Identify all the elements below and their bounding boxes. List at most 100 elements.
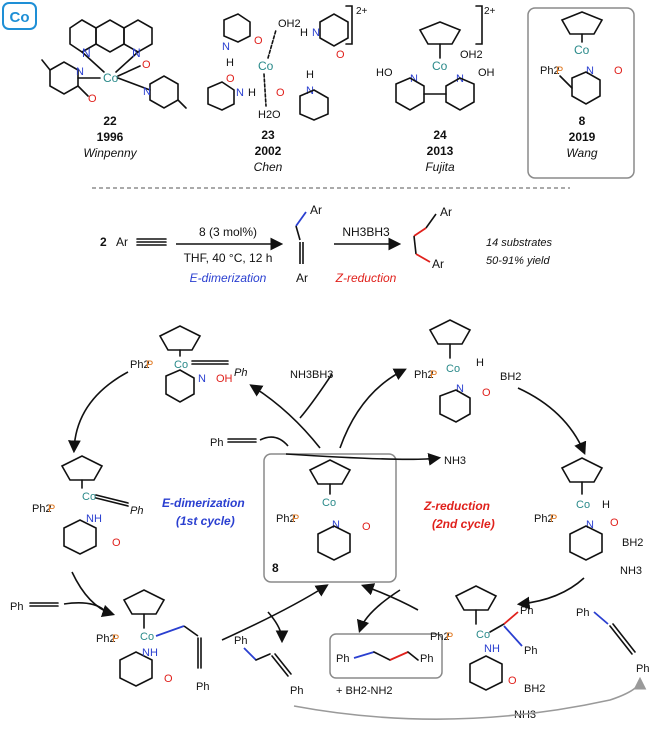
o-atom: O [276, 87, 285, 99]
o-atom: O [88, 93, 97, 105]
compound-author-8: Wang [566, 146, 597, 160]
ar-label: Ar [440, 205, 452, 219]
diene-product: Ph Ph [336, 651, 433, 665]
ph-label: Ph [234, 635, 247, 647]
ph-alkyne-reagent: Ph [10, 601, 23, 613]
ph-label: Ph [290, 685, 303, 697]
ph2-label: Ph2 [540, 65, 560, 77]
oh2-label: OH2 [460, 49, 483, 61]
p-atom: P [48, 503, 55, 515]
conditions-label: THF, 40 °C, 12 h [184, 251, 273, 265]
p-atom: P [550, 513, 557, 525]
reductant-label: NH3BH3 [342, 225, 390, 239]
catalyst-8-structure: Co Ph2 P N O [276, 459, 371, 561]
o-atom: O [508, 675, 517, 687]
h2o-label: H2O [258, 109, 281, 121]
h-atom: H [306, 69, 314, 81]
p-atom: P [146, 359, 153, 371]
reactant-coefficient: 2 [100, 235, 107, 249]
o-atom: O [482, 387, 491, 399]
charge: 2+ [484, 6, 496, 17]
n-atom: N [82, 46, 91, 60]
n-atom: N [456, 383, 464, 395]
bh2-label: BH2 [524, 683, 545, 695]
ph-label: Ph [636, 663, 649, 675]
compound-number-24: 24 [433, 128, 447, 142]
o-atom: O [226, 73, 235, 85]
bh2-label: BH2 [500, 371, 521, 383]
byproduct-label: + BH2-NH2 [336, 685, 393, 697]
nh-label: NH [142, 647, 158, 659]
n-atom: N [236, 87, 244, 99]
n-atom: N [456, 73, 464, 85]
compound-number-23: 23 [261, 128, 275, 142]
ph-label: Ph [196, 681, 209, 693]
co-atom: Co [82, 491, 96, 503]
cycle-top-right-intermediate: Ph2 P Co H BH2 N O [414, 319, 521, 423]
compound-8-box [527, 7, 635, 179]
o-atom: O [336, 49, 345, 61]
nh3-label: NH3 [620, 565, 642, 577]
h-atom: H [226, 57, 234, 69]
o-atom: O [142, 59, 151, 71]
ph-alkyne-reagent: Ph [210, 437, 223, 449]
p-atom: P [292, 513, 299, 525]
n-atom: N [332, 519, 340, 531]
n-atom: N [586, 519, 594, 531]
scope-line-1: 14 substrates [486, 237, 553, 249]
ph2-label: Ph2 [130, 359, 150, 371]
cycle-bottom-right-intermediate: Ph2 P Co Ph Ph NH O BH2 NH3 [430, 585, 545, 721]
right-cycle-subtitle: (2nd cycle) [432, 517, 495, 531]
n-atom: N [586, 65, 594, 77]
ph-label: Ph [234, 367, 247, 379]
cycle-arrows [63, 368, 647, 720]
p-atom: P [430, 369, 437, 381]
nh3-label: NH3 [514, 709, 536, 721]
ph2-label: Ph2 [414, 369, 434, 381]
ar-label: Ar [310, 203, 322, 217]
nh3bh3-reagent: NH3BH3 [290, 369, 333, 381]
ph-label: Ph [130, 505, 143, 517]
ho-label: HO [376, 67, 393, 79]
p-atom: P [556, 65, 563, 77]
co-atom: Co [446, 363, 460, 375]
catalyst-8-label: 8 [272, 561, 279, 575]
oh-label: OH [216, 373, 233, 385]
compound-number-8: 8 [579, 114, 586, 128]
step2-label: Z-reduction [335, 271, 397, 285]
enyne-product: Ph Ph [234, 635, 303, 697]
bh2-label: BH2 [622, 537, 643, 549]
catalyst-8-box [263, 453, 397, 583]
compound-year-8: 2019 [569, 130, 596, 144]
compound-22-structure: N N Co N O O N [41, 19, 187, 109]
compound-year-23: 2002 [255, 144, 282, 158]
n-atom: N [143, 86, 151, 98]
co-atom: Co [574, 43, 590, 57]
ph2-label: Ph2 [96, 633, 116, 645]
h-atom: H [602, 499, 610, 511]
badge-label: Co [10, 9, 30, 26]
compound-8-structure: Co Ph2 P N O [540, 11, 623, 105]
o-atom: O [614, 65, 623, 77]
enyne-reagent-right: Ph Ph [576, 607, 649, 675]
ph2-label: Ph2 [32, 503, 52, 515]
n-atom: N [312, 27, 320, 39]
co-atom: Co [103, 71, 119, 85]
cycle-top-left-intermediate: Ph2 P Co Ph N OH [130, 325, 247, 403]
step1-label: E-dimerization [190, 271, 267, 285]
reactant-label: Ar [116, 235, 128, 249]
h-atom: H [476, 357, 484, 369]
co-atom: Co [322, 497, 336, 509]
o-atom: O [362, 521, 371, 533]
compound-number-22: 22 [103, 114, 117, 128]
charge: 2+ [356, 6, 368, 17]
n-atom: N [222, 41, 230, 53]
nh-label: NH [86, 513, 102, 525]
o-atom: O [254, 35, 263, 47]
oh2-label: OH2 [278, 18, 301, 30]
ph2-label: Ph2 [534, 513, 554, 525]
o-atom: O [112, 537, 121, 549]
compound-author-23: Chen [254, 160, 283, 174]
ph2-label: Ph2 [276, 513, 296, 525]
